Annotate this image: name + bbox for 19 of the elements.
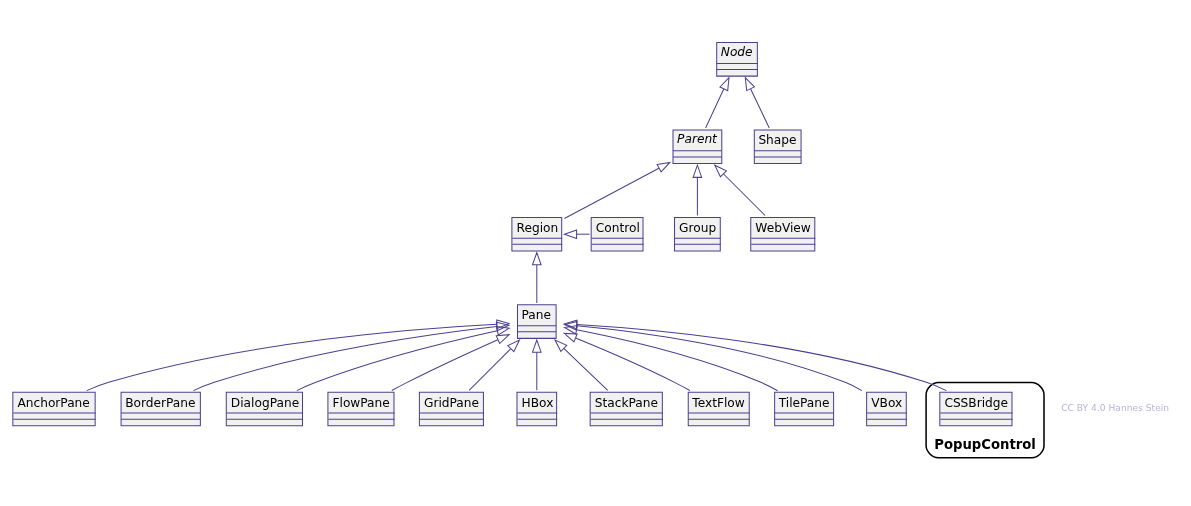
arrow xyxy=(692,163,703,216)
arrow xyxy=(744,75,770,129)
arrow xyxy=(563,320,863,391)
arrow xyxy=(192,321,511,391)
label: CC BY 4.0 Hannes Stein xyxy=(1061,402,1170,413)
arrow xyxy=(562,332,691,391)
arrow xyxy=(563,161,672,219)
arrow xyxy=(713,163,766,216)
arrow xyxy=(705,75,730,129)
arrow xyxy=(391,333,511,391)
arrow xyxy=(531,250,542,303)
arrow xyxy=(468,338,521,391)
arrow xyxy=(562,228,590,239)
arrow xyxy=(296,325,511,391)
arrow xyxy=(562,319,947,391)
arrow xyxy=(563,324,779,391)
arrow xyxy=(531,337,542,391)
arrow xyxy=(553,338,609,391)
arrow xyxy=(86,318,511,391)
